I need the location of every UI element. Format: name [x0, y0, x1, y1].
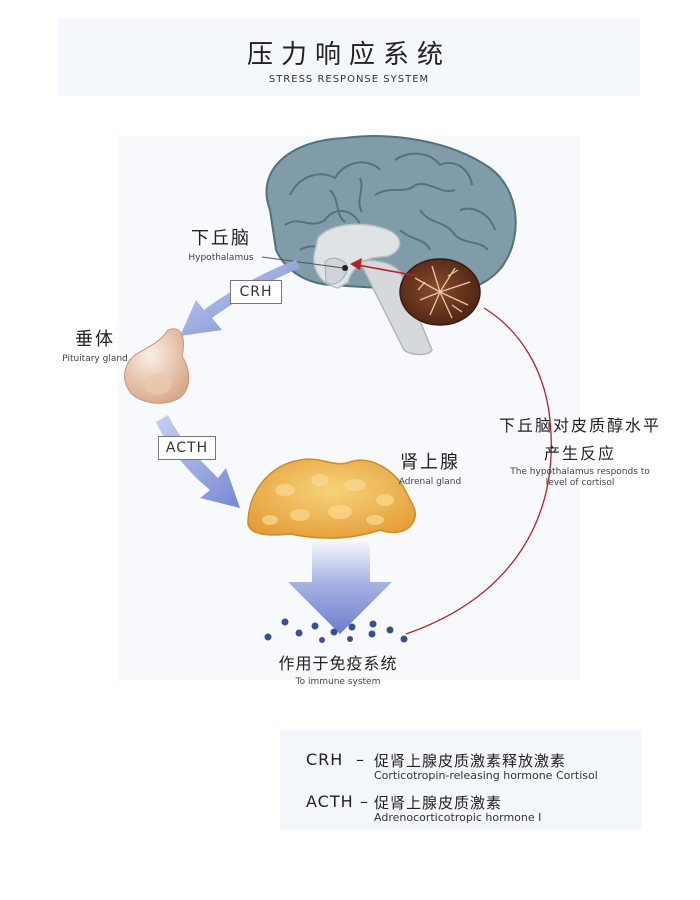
pituitary-cn: 垂体: [75, 329, 115, 350]
hypothalamus-en: Hypothalamus: [188, 253, 254, 263]
hypothalamus-cn: 下丘脑: [191, 228, 251, 249]
legend-dash: –: [360, 792, 369, 811]
legend-abbr: ACTH: [306, 792, 354, 811]
hypothalamus-label: 下丘脑 Hypothalamus: [176, 224, 266, 263]
feedback-cn-1: 下丘脑对皮质醇水平: [498, 416, 661, 435]
feedback-label: 下丘脑对皮质醇水平 产生反应 The hypothalamus responds…: [490, 412, 670, 488]
adrenal-label: 肾上腺 Adrenal gland: [385, 448, 475, 487]
page-title: 压力响应系统: [246, 40, 451, 70]
pituitary-en: Pituitary gland: [62, 354, 128, 364]
feedback-curve: [405, 307, 552, 635]
crh-label: CRH: [230, 280, 282, 304]
feedback-en-1: The hypothalamus responds to: [510, 467, 650, 477]
feedback-cn-2: 产生反应: [543, 444, 616, 463]
page-subtitle: STRESS RESPONSE SYSTEM: [268, 74, 430, 85]
feedback-arrowhead: [350, 258, 362, 270]
adrenal-en: Adrenal gland: [398, 477, 462, 487]
legend: CRH – 促肾上腺皮质激素释放激素 Corticotropin-releasi…: [280, 730, 642, 830]
immune-cn: 作用于免疫系统: [278, 654, 398, 673]
hypothalamus-pointer: [261, 256, 344, 269]
adrenal-illustration: [247, 458, 417, 539]
legend-cn: 促肾上腺皮质激素: [374, 794, 503, 812]
legend-abbr: CRH: [306, 750, 344, 769]
immune-en: To immune system: [295, 677, 381, 687]
feedback-en-2: level of cortisol: [545, 478, 615, 488]
immune-label: 作用于免疫系统 To immune system: [258, 650, 418, 687]
feedback-arrow-line: [351, 263, 419, 277]
pituitary-label: 垂体 Pituitary gland: [50, 325, 140, 364]
adrenal-cn: 肾上腺: [400, 452, 460, 473]
legend-dash: –: [356, 750, 365, 769]
acth-label: ACTH: [158, 436, 216, 460]
legend-cn: 促肾上腺皮质激素释放激素: [374, 752, 567, 770]
pituitary-illustration: [124, 328, 190, 404]
brain-illustration: [265, 135, 517, 356]
legend-en: Adrenocorticotropic hormone I: [374, 811, 542, 824]
immune-arrow: [288, 542, 392, 634]
acth-arrow: [156, 415, 240, 508]
legend-en: Corticotropin-releasing hormone Cortisol: [374, 769, 598, 782]
title-band: 压力响应系统 STRESS RESPONSE SYSTEM: [58, 18, 640, 96]
immune-dots: [264, 618, 408, 643]
